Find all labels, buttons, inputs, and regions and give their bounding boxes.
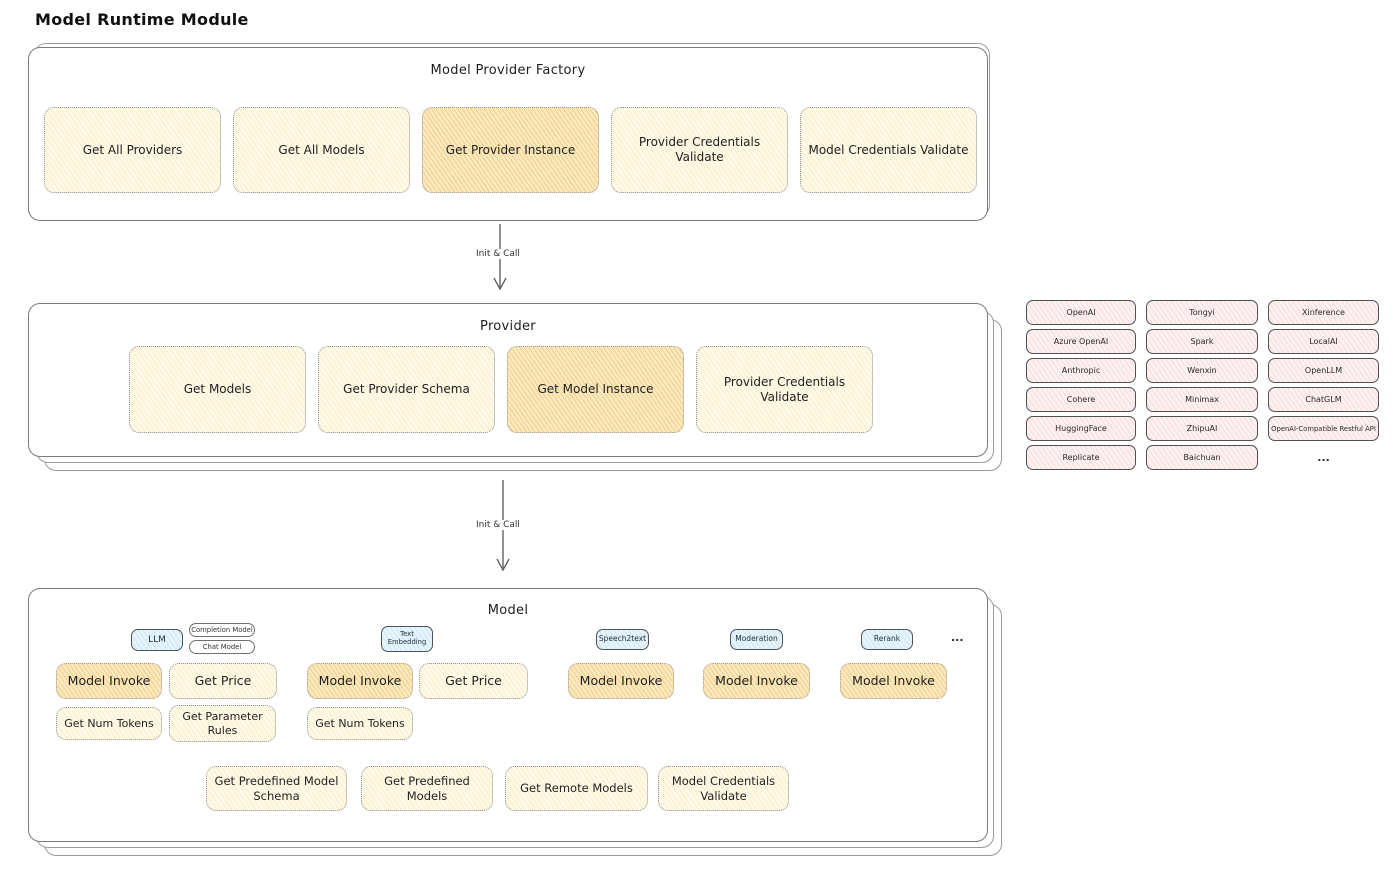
provider-pill-openai[interactable]: OpenAI: [1026, 300, 1136, 325]
factory-card: Model Provider Factory Get All Providers…: [28, 47, 988, 221]
init-call-label-1: Init & Call: [473, 249, 523, 259]
model-credentials-validate-button-2[interactable]: Model Credentials Validate: [658, 766, 789, 811]
provider-pill-huggingface[interactable]: HuggingFace: [1026, 416, 1136, 441]
get-provider-schema-button[interactable]: Get Provider Schema: [318, 346, 495, 433]
init-call-arrow-1: [493, 224, 507, 291]
text-embedding-get-num-tokens-button[interactable]: Get Num Tokens: [307, 707, 413, 740]
provider-credentials-validate-button[interactable]: Provider Credentials Validate: [611, 107, 788, 193]
model-tabs-ellipsis: ...: [951, 631, 964, 644]
llm-get-num-tokens-button[interactable]: Get Num Tokens: [56, 707, 162, 740]
get-predefined-models-button[interactable]: Get Predefined Models: [361, 766, 493, 811]
provider-pill-replicate[interactable]: Replicate: [1026, 445, 1136, 470]
tab-speech2text[interactable]: Speech2text: [596, 629, 649, 650]
provider-card: Provider Get Models Get Provider Schema …: [28, 303, 988, 457]
get-all-providers-button[interactable]: Get All Providers: [44, 107, 221, 193]
provider-pill-openai-compatible[interactable]: OpenAI-Compatible Restful API: [1268, 416, 1379, 441]
provider-list-ellipsis: ...: [1317, 451, 1330, 464]
model-card: Model LLM Completion Model Chat Model Te…: [28, 588, 988, 842]
provider-pill-localai[interactable]: LocalAI: [1268, 329, 1379, 354]
provider-pill-spark[interactable]: Spark: [1146, 329, 1258, 354]
provider-credentials-validate-button-2[interactable]: Provider Credentials Validate: [696, 346, 873, 433]
provider-pill-tongyi[interactable]: Tongyi: [1146, 300, 1258, 325]
model-title: Model: [487, 603, 529, 618]
get-all-models-button[interactable]: Get All Models: [233, 107, 410, 193]
provider-pill-anthropic[interactable]: Anthropic: [1026, 358, 1136, 383]
provider-list: OpenAI Tongyi Xinference Azure OpenAI Sp…: [1026, 300, 1379, 470]
init-call-label-2: Init & Call: [473, 520, 523, 530]
provider-pill-chatglm[interactable]: ChatGLM: [1268, 387, 1379, 412]
get-model-instance-button[interactable]: Get Model Instance: [507, 346, 684, 433]
provider-pill-xinference[interactable]: Xinference: [1268, 300, 1379, 325]
tab-completion-model[interactable]: Completion Model: [189, 623, 255, 637]
tab-chat-model[interactable]: Chat Model: [189, 640, 255, 654]
provider-pill-minimax[interactable]: Minimax: [1146, 387, 1258, 412]
tab-text-embedding[interactable]: Text Embedding: [381, 626, 433, 652]
speech2text-model-invoke-button[interactable]: Model Invoke: [568, 663, 674, 699]
get-models-button[interactable]: Get Models: [129, 346, 306, 433]
provider-pill-wenxin[interactable]: Wenxin: [1146, 358, 1258, 383]
provider-pill-azure-openai[interactable]: Azure OpenAI: [1026, 329, 1136, 354]
get-remote-models-button[interactable]: Get Remote Models: [505, 766, 648, 811]
provider-pill-zhipuai[interactable]: ZhipuAI: [1146, 416, 1258, 441]
provider-pill-baichuan[interactable]: Baichuan: [1146, 445, 1258, 470]
llm-model-invoke-button[interactable]: Model Invoke: [56, 663, 162, 699]
factory-title: Model Provider Factory: [430, 63, 586, 78]
tab-moderation[interactable]: Moderation: [730, 629, 783, 650]
moderation-model-invoke-button[interactable]: Model Invoke: [703, 663, 810, 699]
provider-title: Provider: [480, 319, 536, 334]
page-title: Model Runtime Module: [35, 10, 249, 29]
provider-pill-cohere[interactable]: Cohere: [1026, 387, 1136, 412]
text-embedding-model-invoke-button[interactable]: Model Invoke: [307, 663, 413, 699]
get-predefined-model-schema-button[interactable]: Get Predefined Model Schema: [206, 766, 347, 811]
provider-pill-openllm[interactable]: OpenLLM: [1268, 358, 1379, 383]
rerank-model-invoke-button[interactable]: Model Invoke: [840, 663, 947, 699]
llm-get-price-button[interactable]: Get Price: [169, 663, 277, 699]
model-credentials-validate-button[interactable]: Model Credentials Validate: [800, 107, 977, 193]
init-call-arrow-2: [496, 480, 510, 572]
text-embedding-get-price-button[interactable]: Get Price: [419, 663, 528, 699]
llm-get-parameter-rules-button[interactable]: Get Parameter Rules: [169, 705, 276, 742]
tab-llm[interactable]: LLM: [131, 629, 183, 651]
tab-rerank[interactable]: Rerank: [861, 629, 913, 650]
get-provider-instance-button[interactable]: Get Provider Instance: [422, 107, 599, 193]
